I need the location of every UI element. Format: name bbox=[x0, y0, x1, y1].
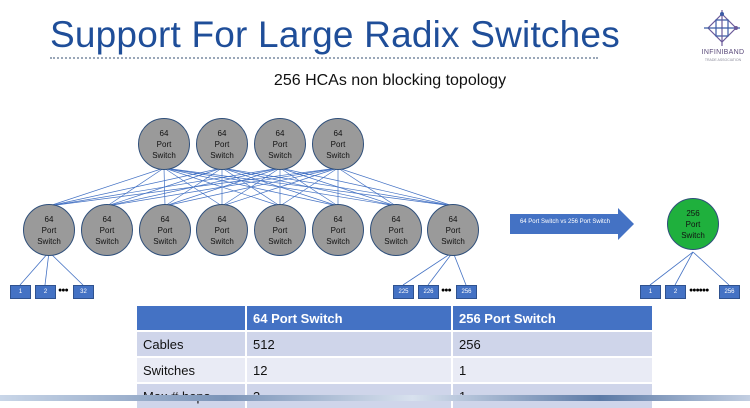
table-header-cell: 256 Port Switch bbox=[452, 306, 654, 331]
switch-hca-link bbox=[692, 251, 730, 286]
spine-switch-3: 64 Port Switch bbox=[254, 118, 306, 170]
spine-leaf-link bbox=[106, 167, 339, 207]
diagram-subtitle: 256 HCAs non blocking topology bbox=[273, 72, 507, 89]
spine-leaf-link bbox=[337, 167, 454, 207]
table-cell: 1 bbox=[452, 356, 654, 383]
table-cell: Cables bbox=[137, 330, 247, 357]
spine-leaf-link bbox=[279, 167, 339, 207]
leaf-switch-8: 64 Port Switch bbox=[427, 204, 479, 256]
port-right-226: 226 bbox=[418, 285, 439, 299]
switch-hca-link bbox=[649, 251, 694, 286]
page-title: Support For Large Radix Switches bbox=[50, 14, 620, 55]
spine-leaf-link bbox=[221, 167, 339, 207]
spine-leaf-link bbox=[48, 167, 339, 207]
port-left-2: 2 bbox=[35, 285, 56, 299]
ellipsis-right: ●●● bbox=[441, 287, 452, 294]
table-row: Cables 512 256 bbox=[137, 330, 654, 357]
logo-tagline: TRADE ASSOCIATION bbox=[704, 58, 742, 62]
spine-switch-1: 64 Port Switch bbox=[138, 118, 190, 170]
footer-band bbox=[0, 395, 750, 401]
leaf-switch-2: 64 Port Switch bbox=[81, 204, 133, 256]
comparison-arrow bbox=[510, 208, 634, 240]
spine-leaf-link bbox=[48, 167, 165, 207]
switch-hca-link bbox=[48, 251, 84, 286]
ellipsis-big: ●●●●●● bbox=[689, 287, 709, 294]
table-cell: 12 bbox=[246, 356, 453, 383]
leaf-switch-7: 64 Port Switch bbox=[370, 204, 422, 256]
title-divider bbox=[50, 57, 598, 59]
infiniband-logo bbox=[704, 10, 740, 46]
ellipsis-left: ●●● bbox=[58, 287, 69, 294]
table-header-cell: 64 Port Switch bbox=[246, 306, 453, 331]
port-left-32: 32 bbox=[73, 285, 94, 299]
port-right-256: 256 bbox=[456, 285, 477, 299]
port-big-256: 256 bbox=[719, 285, 740, 299]
spine-leaf-link bbox=[337, 167, 397, 207]
leaf-switch-3: 64 Port Switch bbox=[139, 204, 191, 256]
leaf-switch-4: 64 Port Switch bbox=[196, 204, 248, 256]
switch-hca-link bbox=[674, 251, 694, 286]
spine-leaf-link bbox=[48, 167, 223, 207]
switch-hca-link bbox=[427, 251, 454, 286]
port-right-225: 225 bbox=[393, 285, 414, 299]
arrow-label: 64 Port Switch vs 256 Port Switch bbox=[519, 219, 611, 225]
spine-switch-4: 64 Port Switch bbox=[312, 118, 364, 170]
spine-leaf-link bbox=[164, 167, 339, 207]
table-header-row: 64 Port Switch 256 Port Switch bbox=[137, 306, 654, 331]
port-big-2: 2 bbox=[665, 285, 686, 299]
port-left-1: 1 bbox=[10, 285, 31, 299]
switch-hca-link bbox=[44, 251, 50, 286]
table-cell: Switches bbox=[137, 356, 247, 383]
spine-leaf-link bbox=[48, 167, 281, 207]
table-cell: 256 bbox=[452, 330, 654, 357]
leaf-switch-5: 64 Port Switch bbox=[254, 204, 306, 256]
switch-hca-link bbox=[452, 251, 467, 286]
leaf-switch-1: 64 Port Switch bbox=[23, 204, 75, 256]
switch-256-port: 256 Port Switch bbox=[667, 198, 719, 250]
comparison-table: 64 Port Switch 256 Port Switch Cables 51… bbox=[137, 306, 654, 408]
table-row: Switches 12 1 bbox=[137, 356, 654, 383]
table-cell: 512 bbox=[246, 330, 453, 357]
logo-wordmark: INFINIBAND bbox=[701, 49, 745, 56]
leaf-switch-6: 64 Port Switch bbox=[312, 204, 364, 256]
switch-hca-link bbox=[19, 251, 50, 286]
table-header-cell bbox=[137, 306, 247, 331]
spine-switch-2: 64 Port Switch bbox=[196, 118, 248, 170]
switch-hca-link bbox=[402, 251, 454, 286]
port-big-1: 1 bbox=[640, 285, 661, 299]
